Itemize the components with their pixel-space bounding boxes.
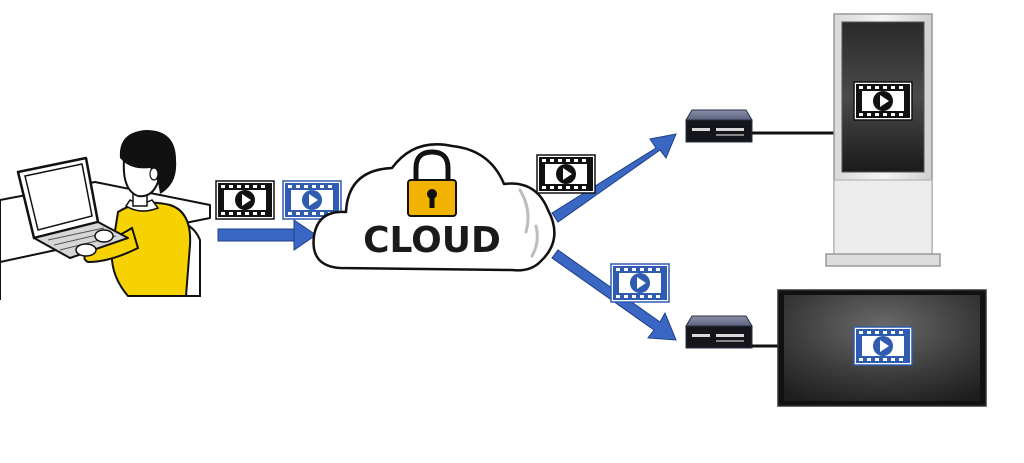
video-file-icon xyxy=(610,263,670,303)
digital-signage-kiosk-icon xyxy=(825,13,941,267)
media-player-box-icon xyxy=(685,315,753,349)
video-file-icon xyxy=(215,180,275,220)
cloud-label: CLOUD xyxy=(363,220,501,261)
upload-arrow xyxy=(217,219,317,251)
video-file-icon xyxy=(853,81,913,121)
arrow-to-kiosk xyxy=(551,133,677,223)
padlock-icon xyxy=(407,149,457,217)
media-player-box-icon xyxy=(685,109,753,143)
person-at-laptop-icon xyxy=(0,130,211,300)
video-file-icon xyxy=(536,154,596,194)
video-file-icon xyxy=(853,326,913,366)
